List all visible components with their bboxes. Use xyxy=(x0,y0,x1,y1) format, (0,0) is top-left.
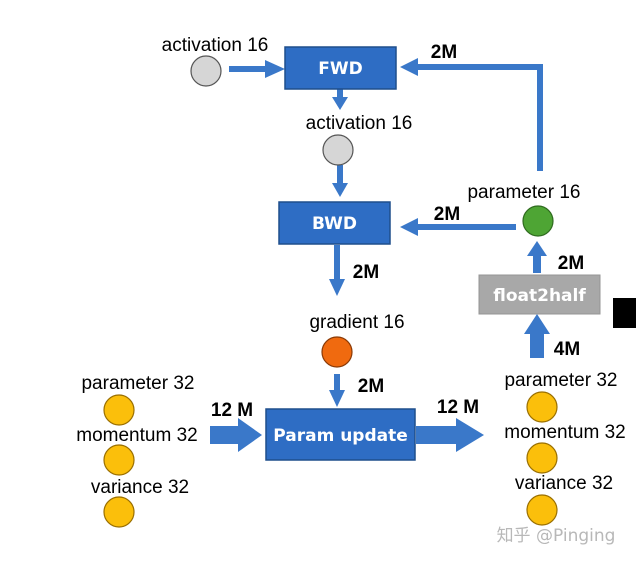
edge-label-float2half-to-param: 2M xyxy=(558,253,584,274)
param-update-box: Param update xyxy=(265,408,416,461)
watermark: 知乎 @Pinging xyxy=(497,526,616,546)
arrow-fwd-to-activation xyxy=(332,88,348,110)
arrow-right-parameter-to-float2half xyxy=(524,314,550,358)
arrow-bwd-to-gradient xyxy=(329,245,345,296)
arrow-gradient-to-update xyxy=(329,374,345,407)
edge-black-block xyxy=(613,298,636,328)
edge-label-right-to-float2half: 4M xyxy=(554,339,580,360)
right-parameter-node xyxy=(526,391,558,423)
left-momentum-node xyxy=(103,444,135,476)
arrows xyxy=(210,58,550,452)
arrow-float2half-to-parameter xyxy=(527,241,547,273)
edge-label-param-to-fwd: 2M xyxy=(431,42,457,63)
gradient-node xyxy=(321,336,353,368)
left-variance-node xyxy=(103,496,135,528)
bwd-box: BWD xyxy=(278,201,391,245)
circles xyxy=(103,55,558,528)
arrow-left-to-update xyxy=(210,418,262,452)
left-parameter-node xyxy=(103,394,135,426)
activation-mid-label: activation 16 xyxy=(306,113,413,134)
float2half-label: float2half xyxy=(493,286,586,306)
left-parameter-label: parameter 32 xyxy=(81,373,194,394)
right-variance-label: variance 32 xyxy=(515,473,613,494)
fwd-box: FWD xyxy=(284,46,397,90)
arrow-update-to-right xyxy=(416,418,484,452)
right-variance-node xyxy=(526,494,558,526)
arrow-parameter-to-bwd xyxy=(400,218,516,236)
float2half-box: float2half xyxy=(478,274,601,315)
arrow-activation-to-fwd xyxy=(229,60,285,78)
activation-in-label: activation 16 xyxy=(162,35,269,56)
gradient-label: gradient 16 xyxy=(309,312,404,333)
activation-mid-node xyxy=(322,134,354,166)
edge-label-update-to-right: 12 M xyxy=(437,397,479,418)
param-update-label: Param update xyxy=(273,426,408,446)
edge-label-grad-to-update: 2M xyxy=(358,376,384,397)
left-variance-label: variance 32 xyxy=(91,477,189,498)
arrow-activation-to-bwd xyxy=(332,165,348,197)
right-momentum-label: momentum 32 xyxy=(504,422,625,443)
parameter16-node xyxy=(522,205,554,237)
parameter16-label: parameter 16 xyxy=(467,182,580,203)
left-momentum-label: momentum 32 xyxy=(76,425,197,446)
right-momentum-node xyxy=(526,442,558,474)
activation-in-node xyxy=(190,55,222,87)
right-parameter-label: parameter 32 xyxy=(504,370,617,391)
bwd-label: BWD xyxy=(312,214,357,234)
edge-label-param-to-bwd: 2M xyxy=(434,204,460,225)
edge-label-bwd-to-grad: 2M xyxy=(353,262,379,283)
edge-label-left-to-update: 12 M xyxy=(211,400,253,421)
arrow-parameter-to-fwd xyxy=(400,58,543,171)
fwd-label: FWD xyxy=(318,59,362,79)
